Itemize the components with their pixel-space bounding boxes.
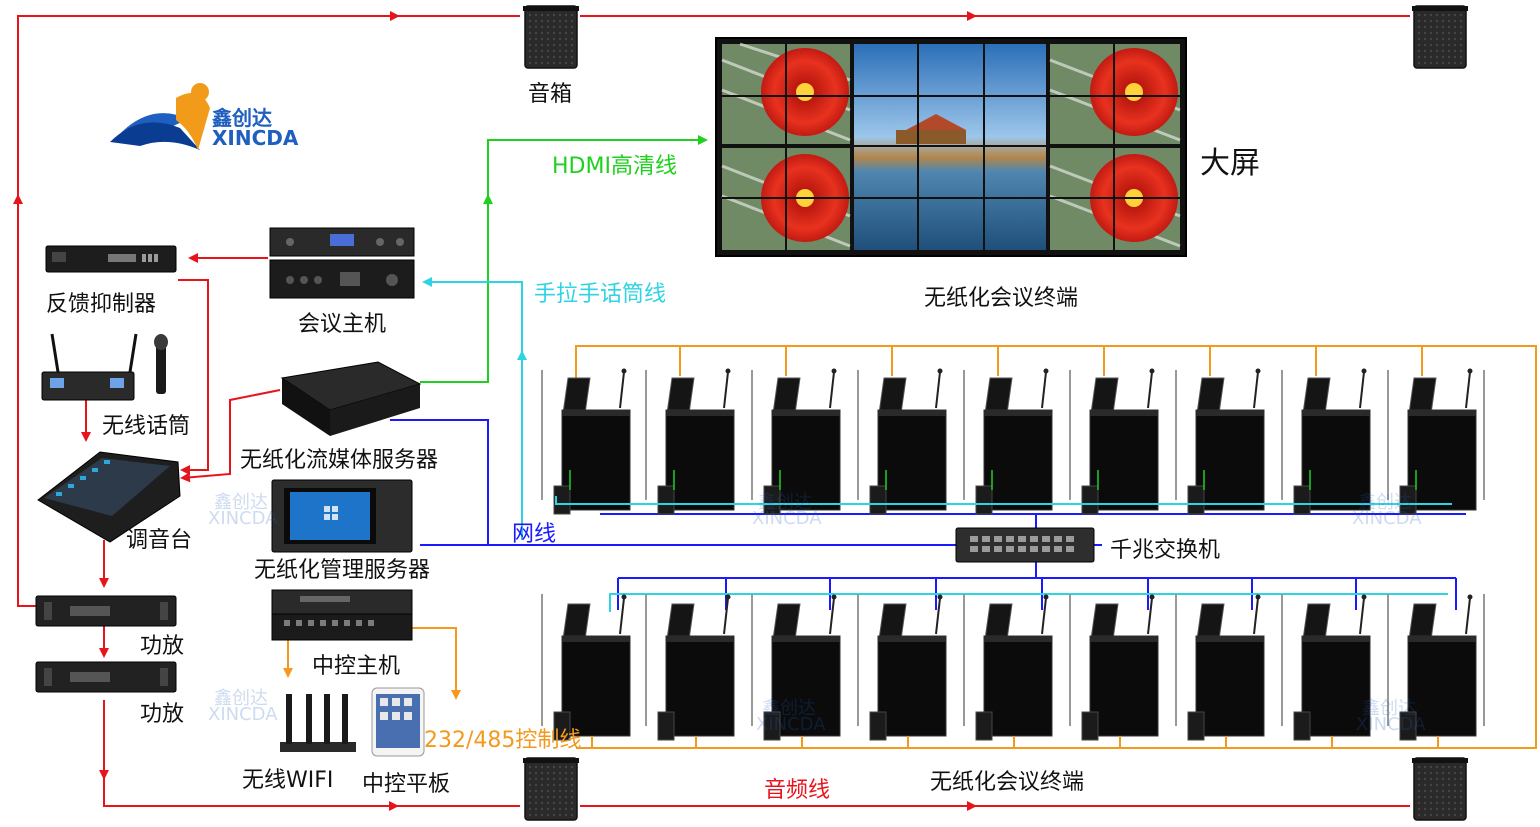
watermark-name-en: XINCDA — [208, 508, 278, 529]
amplifier-label-1: 功放 — [140, 634, 185, 659]
speaker-label: 音箱 — [528, 82, 573, 107]
terminal-row-top — [541, 346, 1485, 515]
gigabit-switch-label: 千兆交换机 — [1110, 538, 1221, 563]
terminal-top-label: 无纸化会议终端 — [924, 286, 1079, 311]
audio-line-label: 音频线 — [764, 778, 831, 803]
watermark-name-en: XINCDA — [1352, 508, 1422, 529]
conference-host-device — [269, 227, 415, 299]
amplifier-device-1 — [35, 595, 177, 627]
central-control-label: 中控主机 — [312, 654, 401, 679]
wifi-label: 无线WIFI — [242, 768, 334, 793]
hdmi-label: HDMI高清线 — [552, 154, 677, 179]
watermark-name-en: XINCDA — [208, 704, 278, 725]
brand-logo — [110, 83, 210, 150]
watermark-name-en: XINCDA — [756, 714, 826, 735]
mixer-device — [37, 451, 181, 543]
mic-line-label: 手拉手话筒线 — [534, 282, 667, 307]
control-line-label: 232/485控制线 — [424, 728, 582, 753]
network-line-label: 网线 — [512, 522, 557, 547]
conference-host-label: 会议主机 — [298, 312, 387, 337]
streaming-server-device — [280, 361, 422, 436]
speaker-bottom-left — [522, 757, 580, 821]
watermark-name-en: XINCDA — [1356, 714, 1426, 735]
central-control-device — [271, 589, 413, 641]
speaker-bottom-right — [1411, 757, 1469, 821]
mixer-label: 调音台 — [126, 528, 193, 553]
watermark-name-cn: 鑫创达 — [1362, 698, 1416, 719]
gigabit-switch-device — [955, 527, 1095, 563]
audio-lines — [13, 11, 1410, 811]
watermark-name-cn: 鑫创达 — [214, 688, 268, 709]
management-server-device — [271, 479, 413, 553]
tablet-label: 中控平板 — [362, 772, 451, 797]
feedback-suppressor-label: 反馈抑制器 — [46, 292, 157, 317]
watermark-name-cn: 鑫创达 — [758, 492, 812, 513]
feedback-suppressor-device — [45, 245, 177, 273]
watermark-name-cn: 鑫创达 — [1358, 492, 1412, 513]
network-lines — [390, 419, 1466, 579]
watermark-name-en: XINCDA — [752, 508, 822, 529]
video-wall — [715, 37, 1187, 257]
wireless-mic-device — [41, 333, 168, 401]
wireless-mic-label: 无线话筒 — [102, 414, 191, 439]
amplifier-label-2: 功放 — [140, 702, 185, 727]
brand-name-en: XINCDA — [212, 126, 299, 150]
watermark-name-cn: 鑫创达 — [214, 492, 268, 513]
big-screen-label: 大屏 — [1200, 146, 1260, 181]
management-server-label: 无纸化管理服务器 — [254, 558, 431, 583]
terminal-bottom-label: 无纸化会议终端 — [930, 770, 1085, 795]
hdmi-line — [420, 135, 708, 383]
control-tablet-device — [371, 687, 425, 757]
brand-name-cn: 鑫创达 — [212, 106, 272, 130]
streaming-server-label: 无纸化流媒体服务器 — [240, 448, 439, 473]
wifi-router-device — [280, 694, 356, 752]
terminal-row-bottom — [541, 578, 1485, 748]
mic-line — [422, 277, 527, 540]
amplifier-device-2 — [35, 661, 177, 693]
watermark-name-cn: 鑫创达 — [762, 698, 816, 719]
speaker-top-right — [1411, 5, 1469, 69]
speaker-top-left — [522, 5, 580, 69]
